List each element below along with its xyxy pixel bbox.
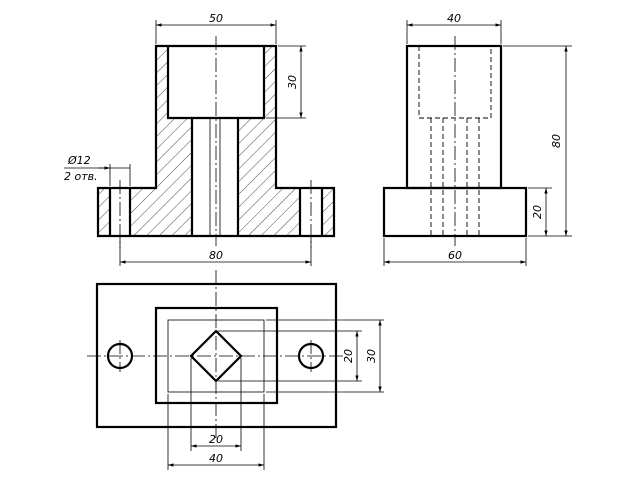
dim-side-top-width: 40	[447, 12, 461, 25]
front-view-hatching	[98, 46, 334, 236]
front-view-cavity	[166, 46, 266, 120]
top-view-upper-body	[154, 306, 279, 405]
dim-top-square-vertical: 20	[342, 349, 355, 363]
side-view: 40 80 20 60	[382, 12, 572, 266]
hole-diameter-note: Ø12	[67, 154, 91, 167]
dim-top-inner-horizontal: 40	[209, 452, 223, 465]
dim-top-square-horizontal: 20	[209, 433, 223, 446]
hole-count-note: 2 отв.	[64, 170, 98, 183]
dim-front-base-width: 80	[209, 249, 223, 262]
dim-top-outer-vertical: 30	[365, 349, 378, 363]
top-view: 20 30 20 40	[87, 270, 384, 470]
top-view-base-outline	[95, 282, 338, 429]
dim-side-base-width: 60	[448, 249, 462, 262]
side-view-upper-body	[405, 44, 503, 190]
front-view-outline	[96, 44, 336, 238]
side-hidden-cavity	[418, 46, 492, 119]
dim-side-base-height: 20	[531, 205, 544, 219]
dim-front-cavity-depth: 30	[286, 75, 299, 89]
front-view: 50 30 Ø12 2 отв. 80	[64, 12, 336, 266]
dim-front-top-width: 50	[209, 12, 223, 25]
dim-side-total-height: 80	[550, 134, 563, 148]
